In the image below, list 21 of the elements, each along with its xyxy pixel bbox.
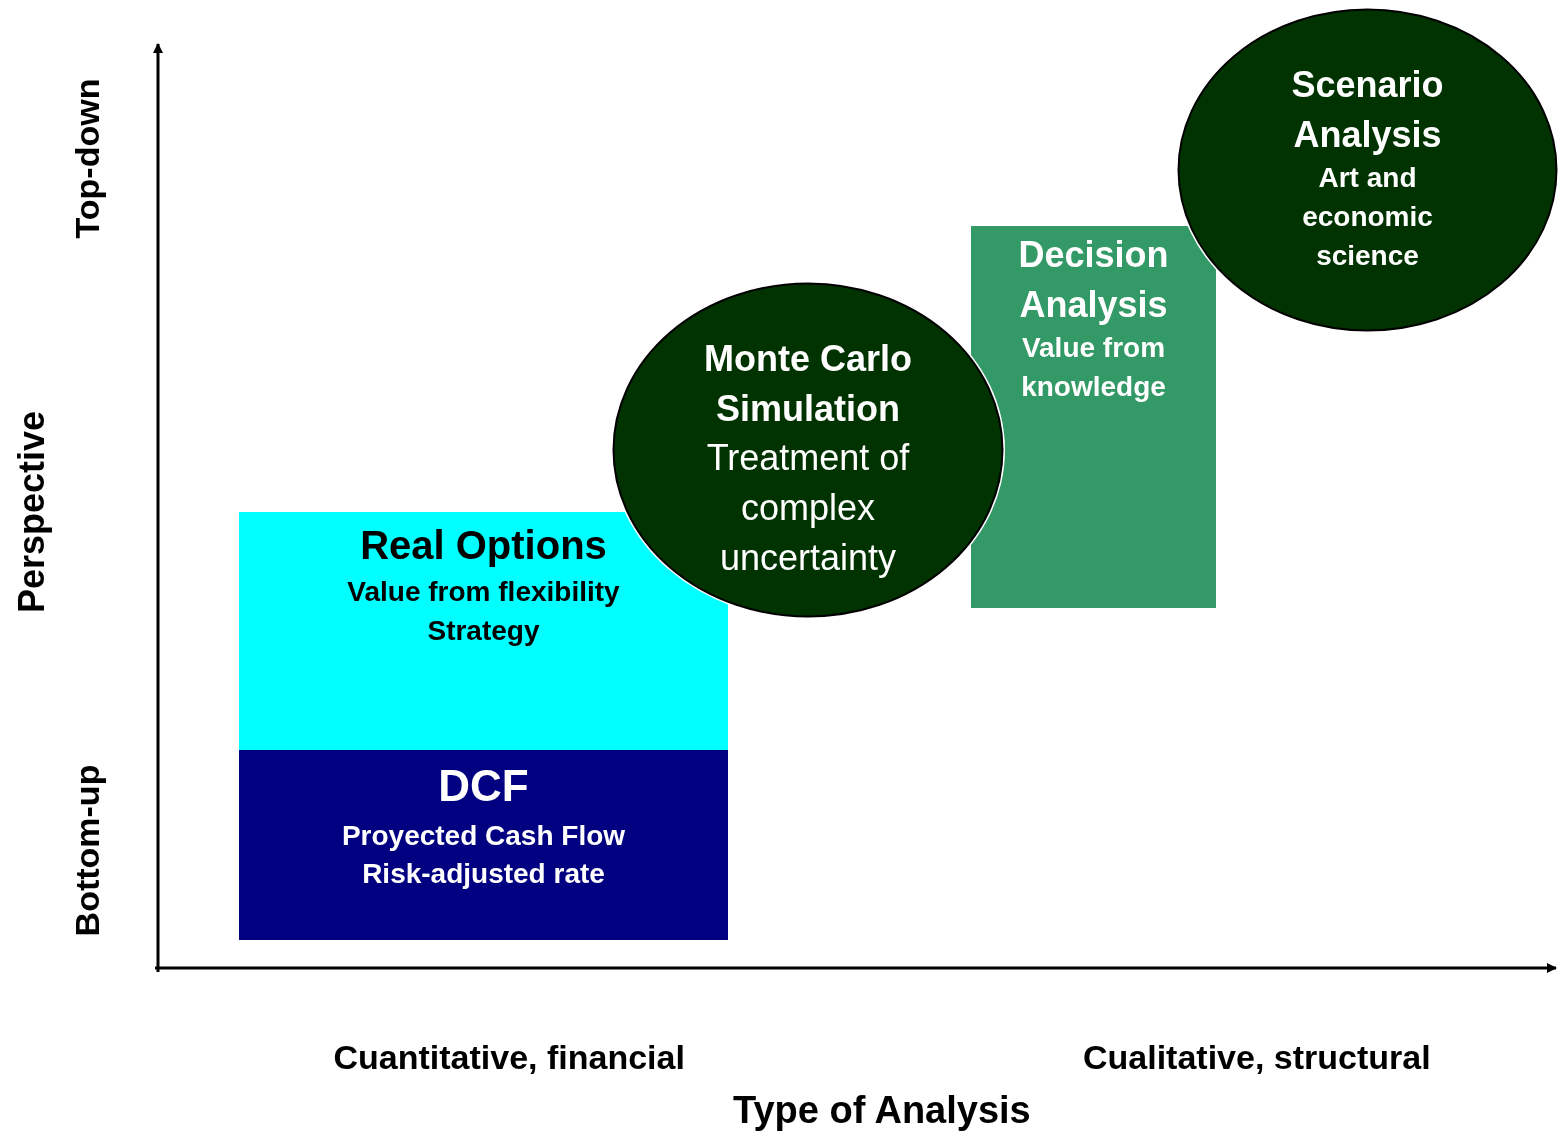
description: Proyected Cash Flow: [341, 818, 626, 853]
heading: Monte Carlo Simulation: [703, 337, 913, 431]
description: Strategy: [427, 613, 540, 648]
axis-end-label: Top-down: [68, 78, 108, 238]
heading: Real Options: [360, 522, 607, 569]
description: Art and economic science: [1301, 161, 1434, 273]
axis-end-label: Cuantitative, financial: [333, 1037, 685, 1077]
heading: DCF: [438, 760, 529, 812]
axis-end-label: Cualitative, structural: [1083, 1037, 1431, 1077]
method-ellipse: [1177, 8, 1558, 332]
axis-title: Type of Analysis: [733, 1088, 1031, 1132]
heading: Scenario Analysis: [1290, 63, 1445, 157]
description: Treatment of complex uncertainty: [705, 436, 911, 580]
description: Value from knowledge: [1020, 331, 1167, 404]
description: Risk-adjusted rate: [362, 857, 605, 892]
axis-title: Perspective: [11, 410, 54, 614]
description: Value from flexibility: [347, 575, 620, 610]
axis-end-label: Bottom-up: [68, 764, 108, 936]
method-box: [239, 750, 728, 940]
method-box: [971, 226, 1216, 608]
heading: Decision Analysis: [1017, 233, 1170, 327]
